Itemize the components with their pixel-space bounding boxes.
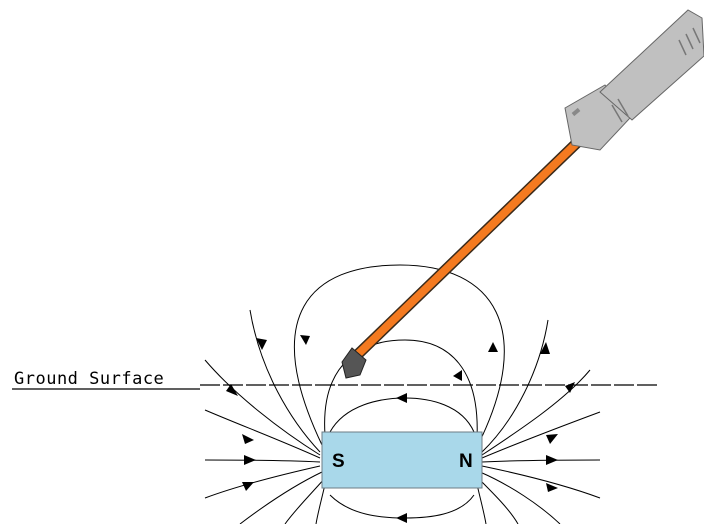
field-line-inner-loop (329, 397, 475, 433)
ground-surface-label: Ground Surface (14, 369, 164, 389)
field-line-right-4 (481, 459, 601, 463)
arrow-bottom-loop (396, 513, 407, 523)
probe-handle-grip (599, 9, 704, 121)
arrow-left-mid (242, 434, 254, 444)
field-line-left-7 (284, 477, 326, 524)
field-line-left-6 (239, 471, 323, 524)
arrow-right-low (546, 483, 558, 492)
field-line-middle-loop (324, 339, 478, 439)
field-line-left-5 (204, 465, 321, 499)
field-line-left-3 (204, 409, 321, 459)
arrow-left-horiz (244, 455, 256, 465)
arrow-left-low (242, 482, 254, 491)
magnetometer-probe-icon (341, 9, 704, 379)
field-line-left-2 (204, 359, 321, 456)
arrow-left-diag (226, 384, 238, 396)
field-line-left-4 (204, 459, 321, 463)
arrow-right-top (540, 342, 550, 354)
arrow-right-diag (565, 382, 575, 393)
field-line-outer-loop (294, 264, 505, 446)
arrow-right-horiz (546, 455, 558, 465)
probe-tip (341, 347, 367, 379)
field-arrows (226, 335, 575, 523)
arrow-middle-right (453, 370, 462, 381)
field-line-right-7 (477, 477, 519, 524)
south-pole-label: S (332, 451, 345, 472)
arrow-inner-top (396, 393, 407, 403)
ground-surface: Ground Surface (12, 369, 657, 390)
arrow-right-mid (546, 434, 558, 444)
bar-magnet: S N (321, 431, 483, 489)
field-line-right-2 (481, 369, 591, 456)
north-pole-label: N (459, 451, 473, 472)
arrow-left-top (256, 338, 267, 350)
field-line-right-3 (481, 411, 601, 459)
field-line-right-5 (481, 465, 601, 499)
arrow-outer-right (488, 342, 498, 352)
arrow-outer-left (300, 335, 310, 345)
field-line-bottom-loop (329, 494, 475, 519)
field-line-right-1 (481, 319, 549, 453)
field-line-right-6 (479, 471, 561, 524)
field-line-left-1 (249, 309, 321, 453)
probe-shaft-fill (348, 131, 589, 364)
magnet-body (321, 431, 483, 489)
